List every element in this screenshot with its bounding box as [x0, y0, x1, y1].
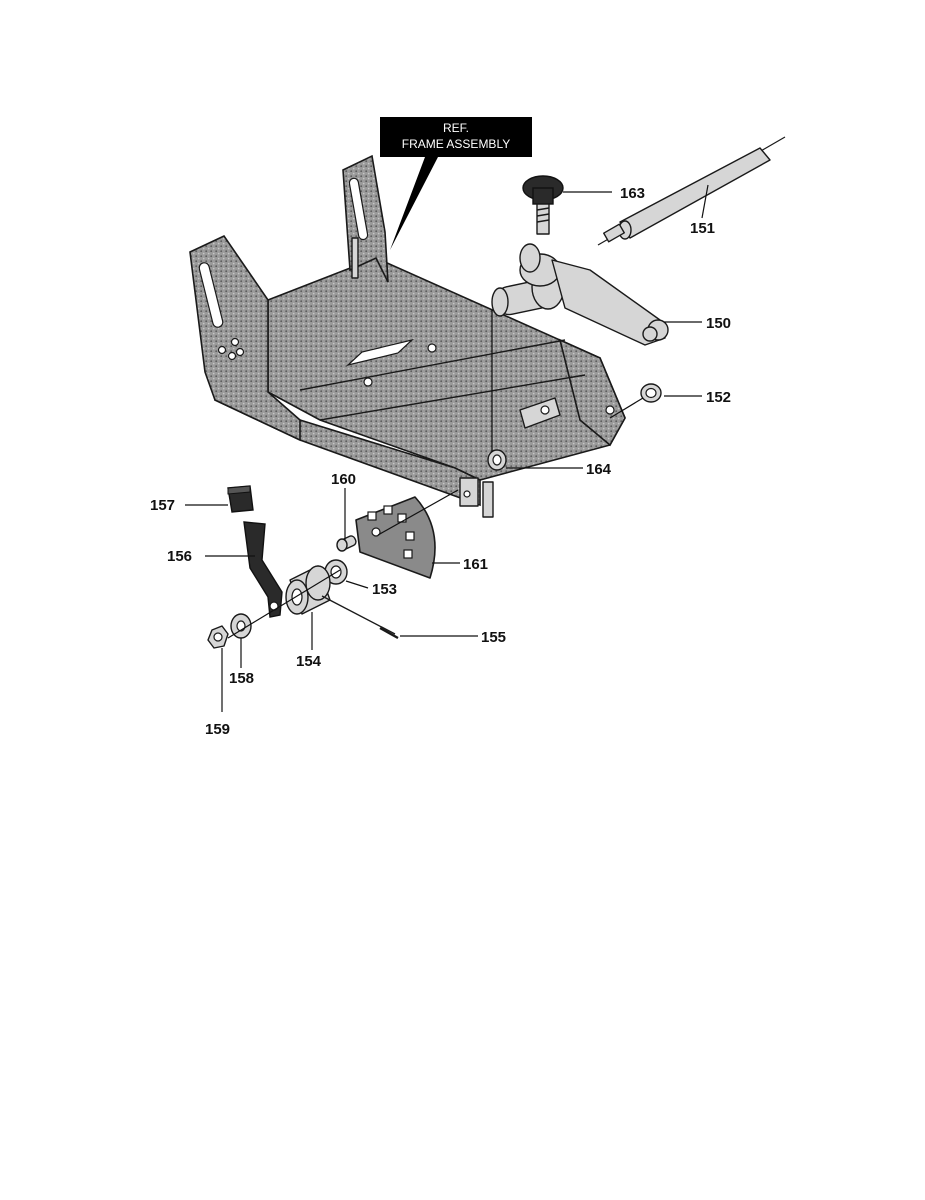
part-151-rod — [597, 136, 786, 246]
part-161-detent-plate — [355, 489, 459, 579]
label-part-152: 152 — [706, 389, 731, 406]
part-150-lever-assembly — [491, 243, 669, 346]
part-152-bushing — [609, 383, 662, 419]
label-part-160: 160 — [331, 471, 356, 488]
label-part-158: 158 — [229, 670, 254, 687]
label-part-153: 153 — [372, 581, 397, 598]
label-part-159: 159 — [205, 721, 230, 738]
assembly-axis-line — [227, 569, 341, 639]
part-157-grip — [227, 485, 254, 513]
ref-frame-assembly-callout: REF. FRAME ASSEMBLY — [380, 117, 532, 250]
label-part-155: 155 — [481, 629, 506, 646]
part-155-pin — [321, 595, 399, 640]
ref-label-line1: REF. — [443, 121, 469, 135]
part-labels: 163 151 150 152 164 157 160 156 161 153 … — [150, 185, 731, 738]
label-part-161: 161 — [463, 556, 488, 573]
leader-lines — [185, 184, 709, 712]
part-154-spacer-sleeve — [285, 565, 331, 615]
part-156-lever-handle — [243, 521, 283, 618]
label-part-157: 157 — [150, 497, 175, 514]
label-part-164: 164 — [586, 461, 612, 478]
part-159-nut — [207, 625, 229, 649]
label-part-163: 163 — [620, 185, 645, 202]
ref-label-line2: FRAME ASSEMBLY — [402, 137, 510, 151]
label-part-150: 150 — [706, 315, 731, 332]
part-164-washer — [487, 310, 507, 471]
frame-assembly — [189, 154, 626, 518]
part-163-knob — [522, 175, 564, 235]
label-part-156: 156 — [167, 548, 192, 565]
label-part-151: 151 — [690, 220, 715, 237]
part-160-screw — [336, 535, 357, 552]
label-part-154: 154 — [296, 653, 322, 670]
